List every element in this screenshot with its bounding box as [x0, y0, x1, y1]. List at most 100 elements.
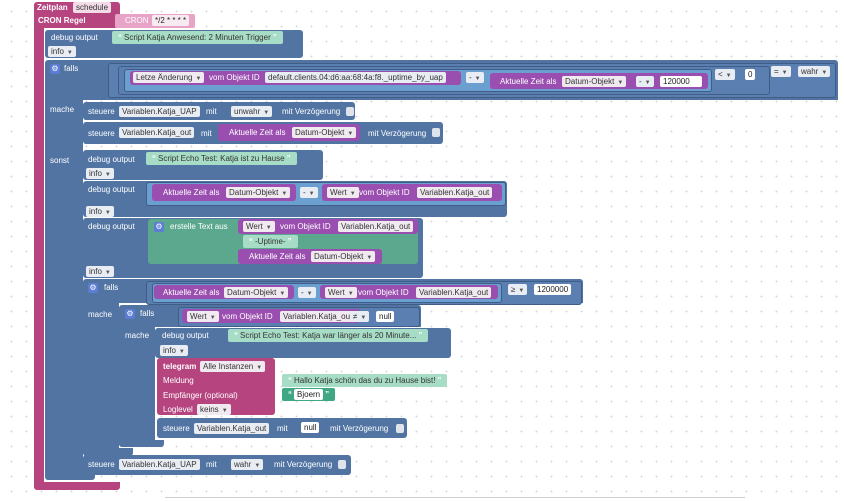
debug-output-label: debug output	[88, 155, 135, 164]
debug-output-text[interactable]: “Script Echo Test: Katja war länger als …	[228, 329, 429, 342]
value-select[interactable]: Wert▼	[187, 311, 219, 322]
value-select[interactable]: unwahr▼	[231, 106, 273, 117]
debug-level-select[interactable]: info▼	[86, 206, 114, 217]
minus-value: -	[469, 73, 472, 82]
schedule-name-field[interactable]: schedule	[73, 2, 112, 13]
value-text: Wert	[330, 188, 347, 197]
cron-value-input[interactable]: */2 * * * *	[152, 15, 190, 26]
lt-value: <	[718, 70, 723, 79]
current-time-label: Aktuelle Zeit als	[500, 77, 557, 86]
value-select[interactable]: wahr▼	[231, 459, 264, 470]
date-object-select[interactable]: Datum-Objekt▼	[292, 127, 357, 138]
eq-value: =	[774, 67, 779, 76]
null-input[interactable]: null	[376, 311, 395, 322]
date-object-select[interactable]: Datum-Objekt▼	[562, 76, 627, 87]
message-value: Hallo Katja schön das du zu Hause bist!	[294, 376, 436, 385]
debug-output-text[interactable]: “Script Katja Anwesend: 2 Minuten Trigge…	[112, 31, 283, 44]
dropdown-caret-icon: ▼	[306, 291, 313, 297]
var-select[interactable]: Variablen.Katja_UAP	[119, 106, 200, 117]
minus-select[interactable]: -▼	[300, 187, 318, 198]
telegram-instances-select[interactable]: Alle Instanzen▼	[200, 361, 266, 372]
delay-label: mit Verzögerung	[282, 107, 341, 116]
quote-icon: ”	[286, 154, 291, 163]
debug-level-select[interactable]: info▼	[48, 46, 76, 57]
create-text-label: erstelle Text aus	[170, 222, 228, 231]
gear-icon[interactable]: ⚙	[88, 283, 98, 293]
loglevel-select[interactable]: keins▼	[197, 404, 231, 415]
dropdown-caret-icon: ▼	[366, 255, 373, 261]
value-select[interactable]: Wert▼	[327, 187, 359, 198]
of-object-label: vom Objekt ID	[359, 188, 410, 197]
debug-output-text[interactable]: “Script Echo Test: Katja ist zu Hause”	[146, 152, 297, 165]
dropdown-caret-icon: ▼	[360, 315, 367, 321]
current-time-label: Aktuelle Zeit als	[229, 128, 286, 137]
telegram-label: telegram	[163, 362, 197, 371]
dropdown-caret-icon: ▼	[308, 191, 315, 197]
var-select[interactable]: Variablen.Katja_UAP	[119, 459, 200, 470]
date-object-value: Datum-Objekt	[229, 188, 279, 197]
recipient-text[interactable]: “Bjoern”	[282, 388, 336, 401]
set-label: steuere	[88, 107, 115, 116]
dropdown-caret-icon: ▼	[104, 172, 111, 178]
with-label: mit	[277, 424, 288, 433]
gte-select[interactable]: ≥▼	[508, 284, 528, 295]
gear-icon[interactable]: ⚙	[50, 64, 60, 74]
object-id-field[interactable]: Variablen.Katja_out	[338, 221, 414, 232]
minus-select[interactable]: -▼	[298, 287, 316, 298]
current-time-label: Aktuelle Zeit als	[249, 252, 306, 261]
dropdown-caret-icon: ▼	[195, 76, 202, 82]
eq-select[interactable]: =▼	[771, 66, 791, 77]
value-select[interactable]: Wert▼	[243, 221, 275, 232]
object-id-field[interactable]: Variablen.Katja_out	[416, 287, 492, 298]
level-value: info	[89, 169, 102, 178]
date-object-select[interactable]: Datum-Objekt▼	[224, 287, 289, 298]
dropdown-caret-icon: ▼	[474, 76, 481, 82]
neq-value: ≠	[353, 312, 358, 321]
minus-select[interactable]: -▼	[466, 72, 484, 83]
if3-block-bottom	[119, 440, 164, 447]
var-select[interactable]: Variablen.Katja_out	[194, 423, 270, 434]
null-input[interactable]: null	[301, 422, 320, 433]
true-select[interactable]: wahr▼	[798, 66, 831, 77]
level-value: info	[89, 207, 102, 216]
last-change-select[interactable]: Letze Änderung▼	[133, 72, 205, 83]
debug-level-select[interactable]: info▼	[86, 168, 114, 179]
minus-select-2[interactable]: -▼	[636, 76, 654, 87]
debug-text-value: Script Echo Test: Katja ist zu Hause	[158, 154, 285, 163]
debug-level-select[interactable]: info▼	[86, 266, 114, 277]
object-id-field[interactable]: Variablen.Katja_out	[280, 311, 356, 322]
debug-text-value: Script Katja Anwesend: 2 Minuten Trigger	[124, 33, 271, 42]
delay-checkbox[interactable]	[432, 128, 440, 137]
var-select[interactable]: Variablen.Katja_out	[119, 127, 195, 138]
delay-checkbox[interactable]	[346, 107, 354, 116]
dropdown-caret-icon: ▼	[644, 80, 651, 86]
lt-select[interactable]: <▼	[715, 69, 735, 80]
number-input[interactable]: 1200000	[534, 284, 572, 295]
delay-checkbox[interactable]	[396, 424, 404, 433]
object-id-field[interactable]: Variablen.Katja_out	[417, 187, 493, 198]
gear-icon[interactable]: ⚙	[154, 222, 164, 232]
dropdown-caret-icon: ▼	[66, 50, 73, 56]
date-object-select[interactable]: Datum-Objekt▼	[311, 251, 376, 262]
date-object-value: Datum-Objekt	[295, 128, 345, 137]
date-object-select[interactable]: Datum-Objekt▼	[226, 187, 291, 198]
current-time-label: Aktuelle Zeit als	[163, 288, 220, 297]
number-input[interactable]: 120000	[660, 76, 702, 87]
quote-icon: ”	[272, 33, 277, 42]
quote-icon: “	[152, 154, 156, 163]
quote-icon: ”	[287, 237, 292, 246]
gear-icon[interactable]: ⚙	[125, 309, 135, 319]
neq-select[interactable]: ≠▼	[350, 311, 370, 322]
horizontal-scrollbar[interactable]	[165, 497, 745, 498]
current-time-label: Aktuelle Zeit als	[163, 188, 220, 197]
delay-checkbox[interactable]	[338, 460, 346, 469]
if-label: falls	[64, 64, 79, 73]
set-label: steuere	[88, 460, 115, 469]
value-select[interactable]: Wert▼	[325, 287, 357, 298]
debug-level-select[interactable]: info▼	[160, 345, 188, 356]
uptime-text[interactable]: “-Uptime-”	[243, 235, 298, 248]
then-label: mache	[50, 105, 75, 114]
zero-input[interactable]: 0	[745, 69, 756, 80]
object-id-field[interactable]: default.clients.04:d6:aa:68:4a:f8._uptim…	[265, 72, 446, 83]
message-text[interactable]: “Hallo Katja schön das du zu Hause bist!…	[282, 374, 448, 387]
